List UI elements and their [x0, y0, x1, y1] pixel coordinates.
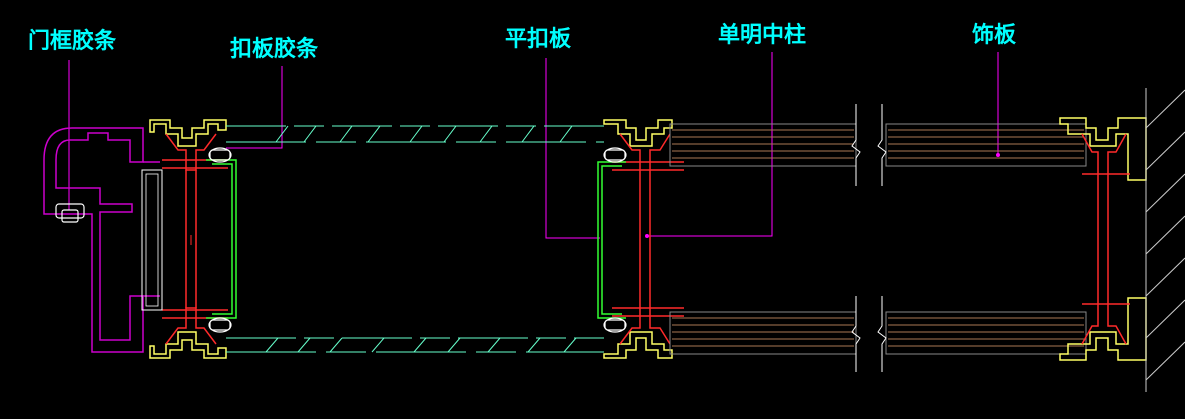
label-single-mullion: 单明中柱: [718, 23, 806, 48]
leader-dot-mullion: [645, 234, 649, 238]
right-profile: [1059, 117, 1147, 361]
decorative-panel-bottom: [669, 311, 1087, 355]
leader-flat-cover-plate: [545, 58, 600, 239]
leader-dot-panel: [996, 153, 1000, 157]
label-flat-cover-plate: 平扣板: [505, 27, 572, 52]
label-decorative-panel: 饰板: [972, 22, 1017, 48]
door-frame-gasket: [55, 203, 85, 223]
leader-single-mullion: [646, 52, 773, 237]
break-lines: [851, 104, 887, 372]
wall: [1145, 88, 1185, 392]
left-profile: [141, 119, 237, 359]
glass-pane-top: [226, 125, 604, 143]
label-door-frame-gasket: 门框胶条: [28, 28, 117, 54]
glass-pane-bottom: [226, 337, 604, 353]
decorative-panel-top: [669, 123, 1087, 167]
leader-lines: [68, 52, 1000, 239]
label-cover-plate-gasket: 扣板胶条: [230, 36, 319, 62]
leader-cover-plate-gasket: [226, 66, 283, 149]
door-frame: [43, 127, 160, 353]
middle-mullion: [597, 119, 684, 359]
